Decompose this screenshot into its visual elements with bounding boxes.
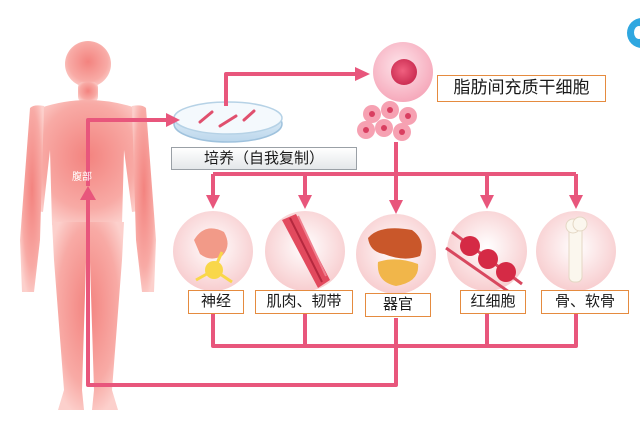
cell-cluster — [357, 101, 417, 141]
tile-red-blood-cell — [445, 211, 527, 296]
adipose-stem-cell-label: 脂肪间充质干细胞 — [437, 75, 606, 102]
abdomen-label: 腹部 — [72, 172, 92, 183]
flow-arrows — [86, 72, 578, 387]
red-blood-cell-label: 红细胞 — [460, 290, 526, 314]
muscle-ligament-label: 肌肉、韧带 — [255, 290, 353, 314]
tile-bone — [536, 211, 616, 291]
badge-dot — [634, 26, 640, 39]
petri-dish — [173, 101, 283, 143]
tile-muscle — [265, 211, 345, 291]
human-body-figure — [20, 41, 156, 410]
arrow-heads — [80, 67, 583, 214]
stem-cell — [373, 42, 433, 102]
tile-nerve — [173, 211, 253, 291]
nerve-label: 神经 — [188, 290, 244, 314]
bone-cartilage-label: 骨、软骨 — [541, 290, 629, 314]
organ-label: 器官 — [365, 293, 431, 317]
tile-organ — [356, 214, 436, 294]
culture-label: 培养（自我复制） — [171, 147, 357, 170]
blue-badge-icon — [627, 18, 640, 48]
